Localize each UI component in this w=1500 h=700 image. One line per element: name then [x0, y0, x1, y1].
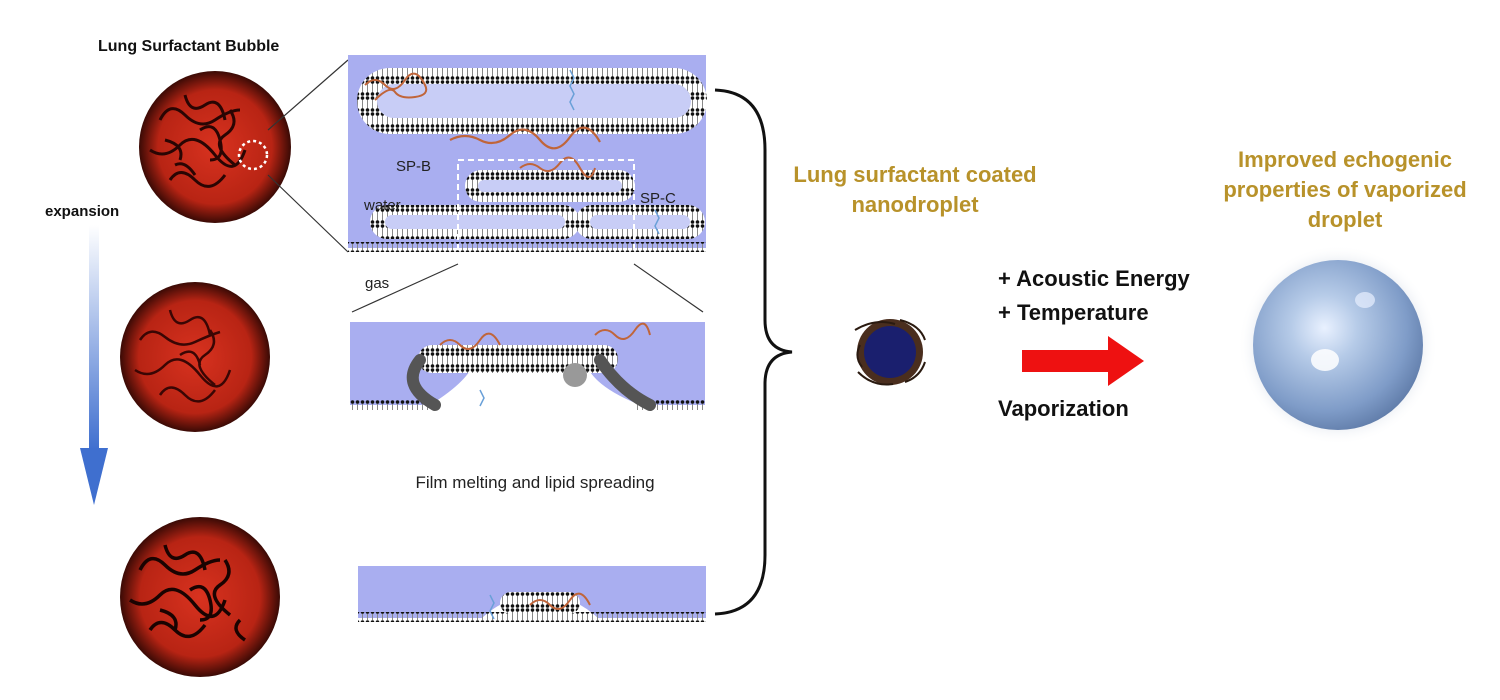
zoom-line-lower [267, 174, 349, 253]
water-label: water [364, 197, 401, 214]
gas-label: gas [365, 275, 390, 292]
vaporization-arrow [1022, 336, 1144, 386]
expansion-arrow [80, 225, 108, 505]
condition-acoustic: + Acoustic Energy [998, 266, 1190, 291]
panel-film-melting [350, 322, 705, 430]
bubble-middle [120, 282, 270, 432]
expansion-label: expansion [45, 203, 120, 220]
vaporization-label: Vaporization [998, 396, 1129, 421]
spb-label: SP-B [396, 158, 432, 175]
bubble-top [139, 71, 291, 223]
grouping-brace [714, 88, 793, 616]
film-caption: Film melting and lipid spreading [415, 473, 655, 492]
zoom-line-box-left [351, 263, 459, 313]
panel-lipid-spreading [358, 566, 706, 632]
zoom-line-box-right [633, 263, 704, 313]
nanodroplet-label: Lung surfactant coated nanodroplet [793, 162, 1037, 217]
spc-label: SP-C [640, 190, 676, 207]
nanodroplet [854, 319, 926, 386]
bubble-title: Lung Surfactant Bubble [98, 38, 280, 55]
panel-multilayer [348, 55, 707, 265]
bubble-bottom [120, 517, 280, 677]
conditions: + Acoustic Energy + Temperature [998, 262, 1190, 330]
vaporized-droplet [1238, 245, 1438, 445]
condition-temperature: + Temperature [998, 300, 1149, 325]
zoom-line-upper [267, 59, 349, 131]
result-label: Improved echogenic properties of vaporiz… [1223, 147, 1467, 232]
